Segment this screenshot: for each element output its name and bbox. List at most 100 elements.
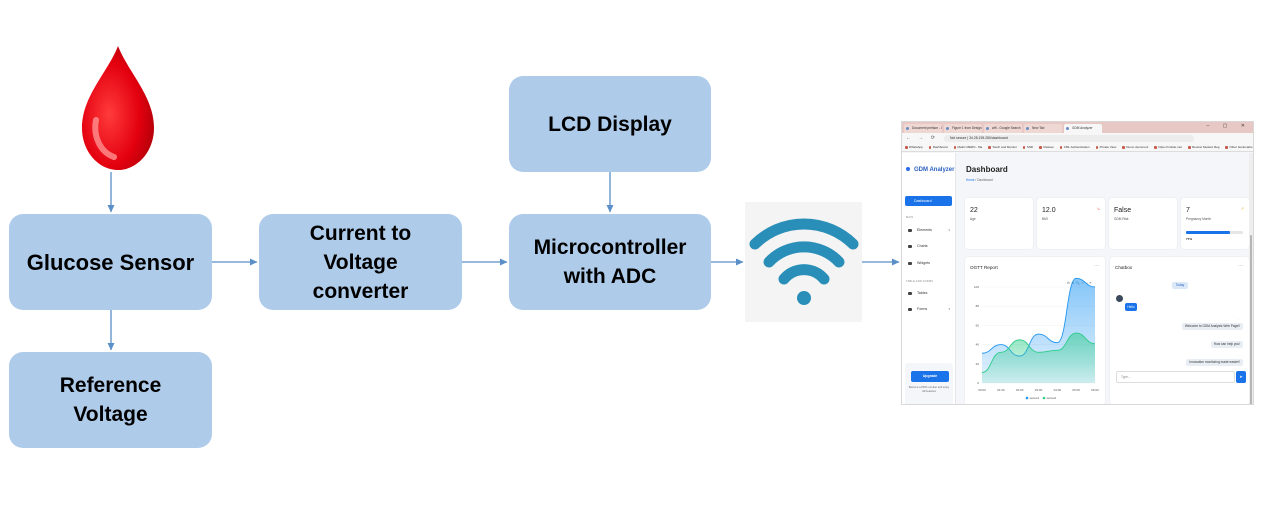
- y-tick-label: 20: [976, 362, 980, 366]
- main-content: Dashboard Home / Dashboard 22 Age 12.0 B…: [957, 153, 1253, 404]
- stat-value: 12.0: [1042, 207, 1056, 214]
- sidebar-item-charts[interactable]: Charts: [908, 244, 952, 248]
- stat-card-bmi: 12.0 BMI ↘: [1037, 198, 1105, 249]
- sidebar-item-forms[interactable]: Forms ▾: [908, 307, 952, 311]
- legend-marker: [1042, 396, 1046, 400]
- upgrade-card: Upgrade Become a PRO member and enjoy Al…: [905, 363, 953, 404]
- sidebar-item-label: Elements: [917, 228, 932, 232]
- current-to-voltage-box: Current to Voltage converter: [259, 214, 462, 310]
- stat-value: False: [1114, 207, 1132, 214]
- url-input[interactable]: Not secure | 34.28.195.280/dashboard: [943, 134, 1194, 142]
- upgrade-note: Become a PRO member and enjoy All Featur…: [908, 386, 950, 393]
- sidebar-item-label: Forms: [917, 307, 928, 311]
- y-tick-label: 100: [974, 285, 979, 289]
- browser-tab-active[interactable]: GDM Analyzer: [1064, 124, 1102, 133]
- bookmark-item[interactable]: WhatsApp: [905, 145, 923, 149]
- chat-message-incoming: Hello: [1125, 303, 1137, 311]
- stat-card-pregnancy: 7 Pregnancy Month ↗ 77%: [1181, 198, 1249, 249]
- stat-label: GDM Risk: [1114, 217, 1129, 221]
- chat-title: Chatbox: [1115, 265, 1133, 270]
- brand-name: GDM Analyzer: [914, 167, 955, 173]
- browser-tab[interactable]: wifi - Google Search: [984, 124, 1022, 133]
- more-icon[interactable]: ⋯: [1238, 263, 1243, 269]
- y-tick-label: 60: [976, 323, 980, 327]
- y-tick-label: 40: [976, 343, 980, 347]
- chat-timestamp-dot: · · ·: [1237, 354, 1241, 357]
- send-icon: ➤: [1239, 374, 1243, 379]
- chevron-down-icon: ▾: [948, 228, 950, 232]
- browser-tabbar: Document preface - Google Do Figure 1 fr…: [902, 122, 1253, 133]
- chart-title: OGTT Report: [970, 265, 998, 270]
- sidebar-item-dashboard[interactable]: Dashboard: [905, 196, 952, 206]
- chat-timestamp-dot: · · ·: [1237, 318, 1241, 321]
- bookmark-item[interactable]: Matric MERN - Ma: [953, 145, 982, 149]
- x-tick-label: 02:00: [1016, 388, 1024, 392]
- sidebar-item-label: Charts: [917, 244, 928, 248]
- progress-fill: [1186, 231, 1230, 234]
- stat-value: 22: [970, 207, 978, 214]
- sidebar-item-elements[interactable]: Elements ▾: [908, 228, 952, 232]
- x-tick-label: 00:00: [978, 388, 986, 392]
- chat-message-outgoing: Welcome to GDM Analysis Web Page!!: [1181, 323, 1243, 330]
- window-controls[interactable]: – ▢ ✕: [1206, 123, 1251, 129]
- sidebar-item-tables[interactable]: Tables: [908, 291, 952, 295]
- sidebar-section-main: MAIN: [906, 216, 914, 219]
- bookmark-item[interactable]: Demo document: [1122, 145, 1148, 149]
- bookmark-item[interactable]: Touch and Monitor: [988, 145, 1017, 149]
- stat-card-age: 22 Age: [965, 198, 1033, 249]
- sidebar: GDM Analyzer Dashboard MAIN Elements ▾ Ch…: [902, 153, 956, 404]
- browser-tab[interactable]: Figure 1 from Design & Impleme: [944, 124, 982, 133]
- x-tick-label: 06:00: [1091, 388, 1099, 392]
- address-bar: ← → ⟳ Not secure | 34.28.195.280/dashboa…: [902, 133, 1253, 143]
- bookmark-item[interactable]: SSD: [1022, 145, 1033, 149]
- bookmark-item[interactable]: Review Student Reg: [1188, 145, 1219, 149]
- upgrade-button[interactable]: Upgrade: [911, 371, 949, 382]
- sidebar-item-label: Widgets: [917, 261, 930, 265]
- chat-date-badge: Today: [1172, 282, 1188, 289]
- bookmark-item[interactable]: https://mobile.mer: [1154, 145, 1182, 149]
- more-icon[interactable]: ⋯: [1094, 263, 1099, 269]
- x-tick-label: 01:00: [997, 388, 1005, 392]
- trend-icon: ↗: [1240, 206, 1244, 211]
- breadcrumb-current: Dashboard: [977, 178, 993, 182]
- chevron-down-icon: ▾: [948, 307, 950, 311]
- brand-logo[interactable]: GDM Analyzer: [906, 167, 954, 173]
- bookmark-item[interactable]: Dashboard: [928, 145, 948, 149]
- bookmark-item[interactable]: CML Authentication: [1059, 145, 1090, 149]
- stat-label: Age: [970, 217, 976, 221]
- browser-tab[interactable]: Document preface - Google Do: [904, 124, 942, 133]
- bookmark-item[interactable]: Private View: [1095, 145, 1116, 149]
- legend-label: series1: [1030, 396, 1040, 400]
- chat-input[interactable]: Type...: [1116, 371, 1235, 383]
- x-tick-label: 04:00: [1054, 388, 1062, 392]
- browser-tab[interactable]: New Tab: [1024, 124, 1062, 133]
- sidebar-item-widgets[interactable]: Widgets: [908, 261, 952, 265]
- logo-icon: [906, 167, 910, 172]
- ogtt-chart-card: OGTT Report ⋯ ⊖⊕🔍☉⌂≡ 02040608010000:0001…: [965, 257, 1105, 404]
- avatar: [1116, 295, 1123, 302]
- nav-arrows-icon[interactable]: ← → ⟳: [906, 135, 938, 141]
- dashboard-screenshot: Document preface - Google Do Figure 1 fr…: [901, 121, 1254, 405]
- chat-message-outgoing: Innovation monitoring made easier!!: [1186, 359, 1243, 366]
- legend-label: series2: [1047, 396, 1057, 400]
- bookmark-item[interactable]: Other bookmarks: [1225, 145, 1253, 149]
- chat-timestamp-dot: · · ·: [1237, 336, 1241, 339]
- y-tick-label: 0: [977, 381, 979, 385]
- scrollbar-thumb[interactable]: [1250, 235, 1252, 404]
- wifi-icon: [749, 218, 859, 305]
- series-line-series1: [981, 277, 1096, 357]
- chatbox-card: Chatbox ⋯ Today Hello · · · Welcome to G…: [1110, 257, 1249, 404]
- scrollbar[interactable]: [1249, 153, 1253, 404]
- breadcrumb-home[interactable]: Home: [966, 178, 975, 182]
- series-line-series2: [981, 332, 1096, 373]
- glucose-sensor-box: Glucose Sensor: [9, 214, 212, 310]
- sidebar-section-tables: TABLE AND FORMS: [906, 280, 934, 283]
- breadcrumb: Home / Dashboard: [966, 178, 993, 182]
- progress-track: [1186, 231, 1243, 234]
- legend-marker: [1025, 396, 1029, 400]
- lcd-display-box: LCD Display: [509, 76, 711, 172]
- send-button[interactable]: ➤: [1236, 371, 1246, 383]
- bookmark-item[interactable]: Classes: [1039, 145, 1054, 149]
- microcontroller-box: Microcontroller with ADC: [509, 214, 711, 310]
